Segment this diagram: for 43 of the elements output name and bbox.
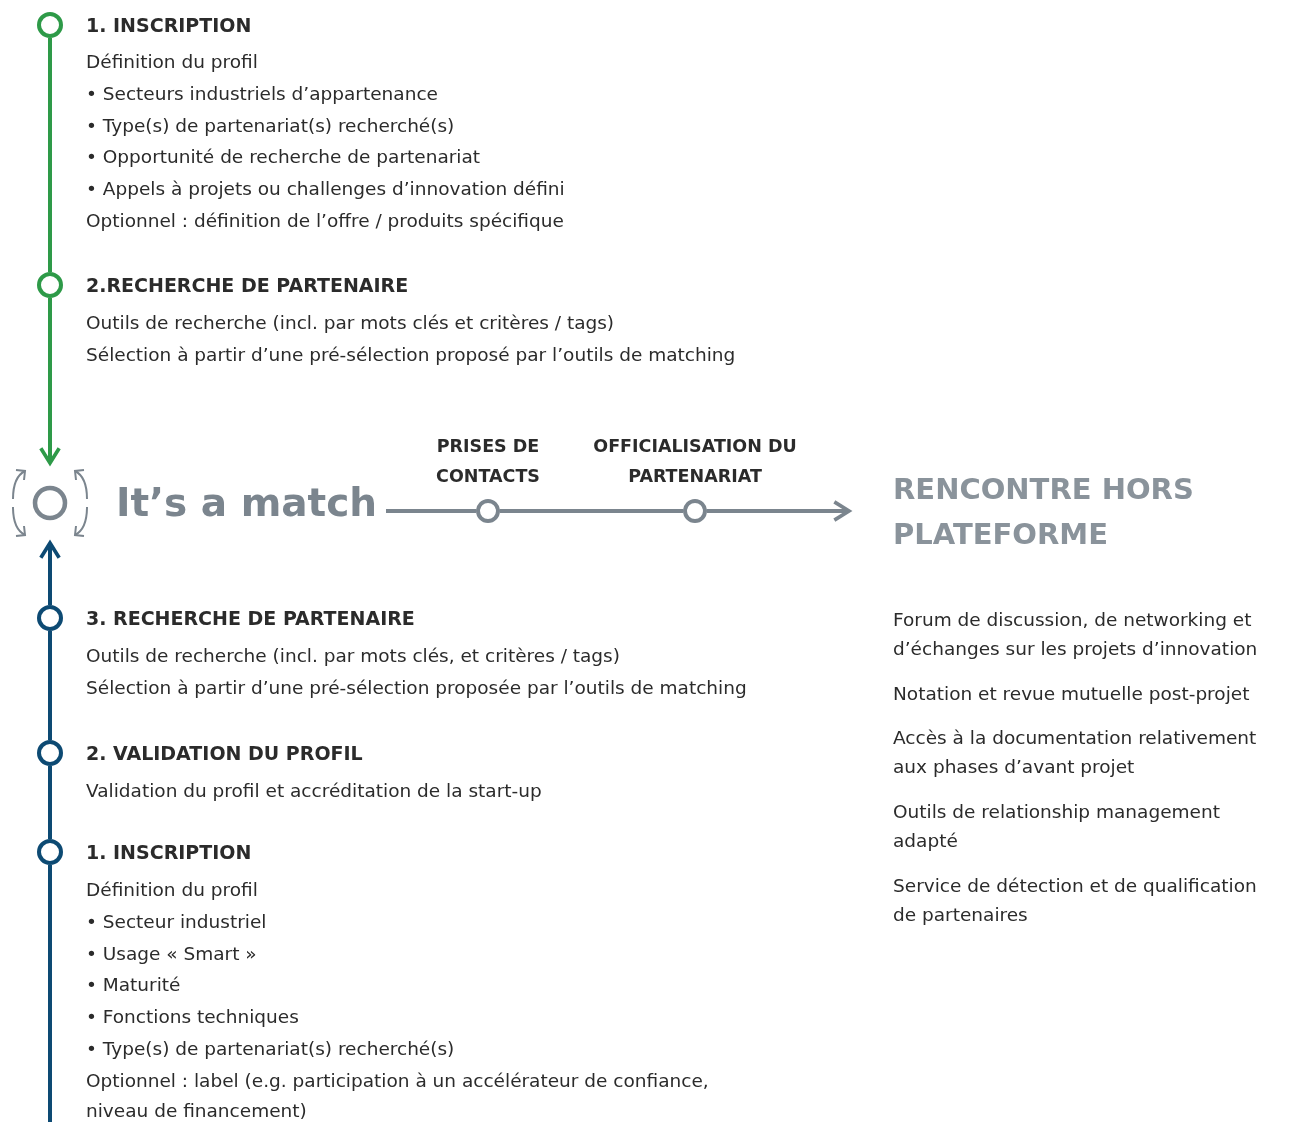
step-heading: 2. VALIDATION DU PROFIL — [86, 741, 363, 766]
step-description: Outils de recherche (incl. par mots clés, et critères / tags) — [86, 644, 621, 668]
arrow — [707, 500, 851, 522]
step-description: • Opportunité de recherche de partenariat — [86, 145, 482, 170]
feature-text: Accès à la documentation relativement aux phases d’avant projet — [893, 726, 1258, 779]
connector-line — [386, 509, 476, 513]
step-description: • Fonctions techniques — [86, 1005, 300, 1030]
step-description: • Appels à projets ou challenges d’innovation défini — [86, 177, 565, 202]
feature-text: Service de détection et de qualification de partenaires — [893, 874, 1258, 927]
step-description: • Secteur industriel — [86, 909, 268, 934]
step-heading: 1. INSCRIPTION — [86, 840, 252, 865]
connector-line — [48, 865, 52, 1122]
milestone-marker — [476, 499, 500, 523]
step-heading: 1. INSCRIPTION — [86, 13, 252, 38]
arrow — [39, 298, 61, 465]
step-description: Optionnel : label (e.g. participation à un accélérateur de confiance, niveau de financement) — [86, 1068, 710, 1122]
step-description: • Secteurs industriels d’appartenance — [86, 81, 439, 106]
feature-text: Outils de relationship management adapté — [893, 800, 1221, 853]
connector-line — [500, 509, 683, 513]
feature-text: Notation et revue mutuelle post-projet — [893, 682, 1251, 706]
arrow — [39, 541, 61, 605]
step-description: • Usage « Smart » — [86, 941, 258, 966]
step-heading: 2.RECHERCHE DE PARTENAIRE — [86, 273, 409, 298]
step-description: • Type(s) de partenariat(s) recherché(s) — [86, 1037, 456, 1061]
connector-line — [48, 631, 52, 740]
step-heading: 3. RECHERCHE DE PARTENAIRE — [86, 606, 415, 631]
connector-line — [48, 38, 52, 272]
step-description: Définition du profil — [86, 878, 259, 902]
milestone-label: OFFICIALISATION DU PARTENARIAT — [592, 435, 798, 488]
step-description: Sélection à partir d’une pré-sélection proposée par l’outils de matching — [86, 675, 747, 700]
connector-line — [48, 766, 52, 839]
milestone-label: PRISES DE CONTACTS — [435, 435, 541, 488]
destination-title: RENCONTRE HORS PLATEFORME — [849, 467, 1269, 559]
milestone-marker — [683, 499, 707, 523]
step-description: • Type(s) de partenariat(s) recherché(s) — [86, 113, 456, 138]
step-description: Optionnel : définition de l’offre / produits spécifique — [86, 209, 565, 233]
step-description: Outils de recherche (incl. par mots clés et critères / tags) — [86, 311, 616, 335]
step-description: Sélection à partir d’une pré-sélection proposé par l’outils de matching — [86, 342, 736, 367]
step-description: Définition du profil — [86, 50, 259, 74]
step-description: Validation du profil et accréditation de la start-up — [86, 779, 542, 803]
step-description: • Maturité — [86, 973, 182, 998]
match-title: It’s a match — [116, 479, 378, 527]
feature-text: Forum de discussion, de networking et d’échanges sur les projets d’innovation — [893, 608, 1259, 661]
